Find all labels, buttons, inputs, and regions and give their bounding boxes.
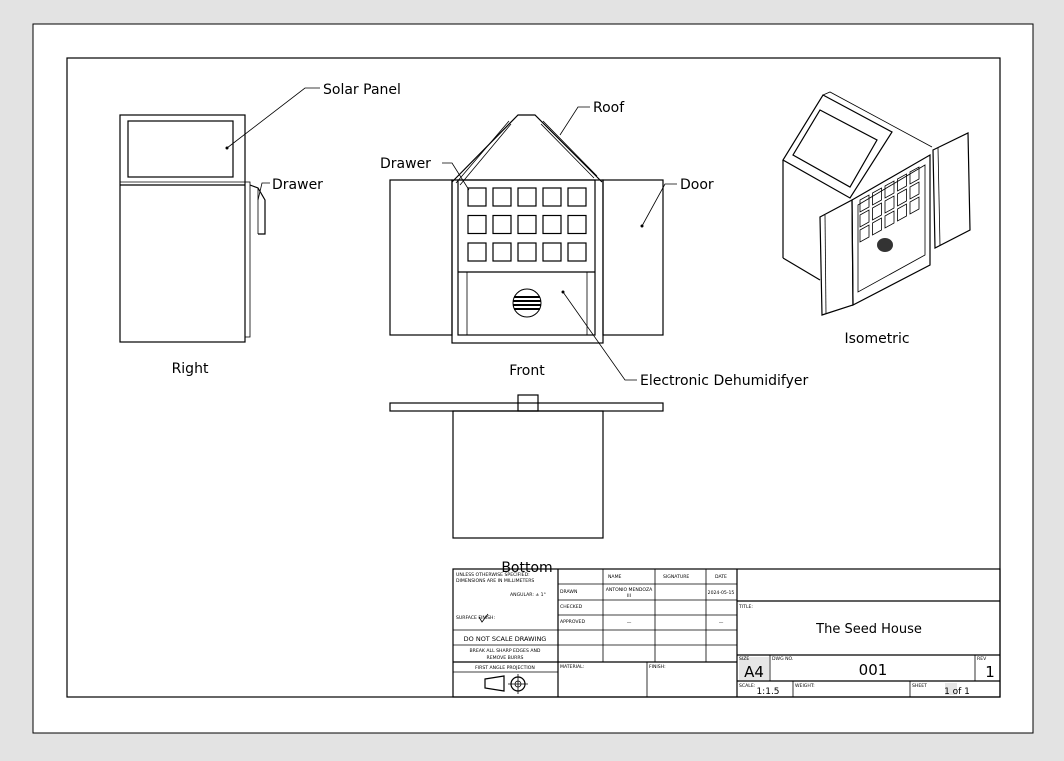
header-signature: SIGNATURE (663, 574, 689, 580)
notes-line-1: UNLESS OTHERWISE SPECIFIED: (456, 572, 530, 578)
weight-label: WEIGHT: (795, 683, 815, 689)
roof-callout: Roof (593, 100, 625, 116)
sheet-border (32, 23, 1034, 734)
solar-panel-leader (226, 87, 320, 149)
drawer-callout-front: Drawer (380, 156, 431, 172)
sheet-size: A4 (744, 663, 764, 681)
scale-value: 1:1.5 (756, 687, 779, 697)
iso-drawer (897, 203, 907, 222)
iso-drawer (859, 194, 870, 213)
sheet-number: 1 of 1 (944, 687, 970, 697)
approved-date: — (719, 621, 724, 626)
sheet-label: SHEET (912, 683, 927, 689)
drawer (567, 242, 587, 262)
isometric-view-label: Isometric (844, 331, 909, 347)
iso-drawer (909, 181, 920, 200)
iso-drawer (872, 202, 882, 221)
drawer (467, 242, 487, 262)
surface-finish-icon (478, 613, 489, 623)
revision: 1 (985, 663, 995, 681)
iso-drawer (897, 188, 907, 207)
iso-drawer (859, 224, 870, 243)
title-label: TITLE: (738, 604, 753, 610)
do-not-scale: DO NOT SCALE DRAWING (464, 635, 547, 643)
dehumidifier-callout: Electronic Dehumidifyer (640, 373, 808, 389)
drawer (492, 187, 512, 207)
drawer (492, 214, 512, 235)
iso-drawer (897, 173, 907, 192)
drawer (517, 187, 537, 207)
front-view-label: Front (509, 363, 545, 379)
drawing-title: The Seed House (815, 622, 922, 637)
finish-label: FINISH: (649, 664, 666, 670)
solar-panel-callout: Solar Panel (323, 82, 401, 98)
title-block (452, 568, 1001, 698)
drawer (542, 214, 562, 235)
drawn-label: DRAWN (560, 589, 577, 595)
vent-icon (512, 288, 542, 318)
right-view-label: Right (172, 361, 209, 377)
iso-drawer (909, 166, 920, 185)
drawer (517, 214, 537, 235)
drawing-number: 001 (859, 661, 888, 679)
door-callout: Door (680, 177, 714, 193)
drawer-callout-right: Drawer (272, 177, 323, 193)
rev-label: REV (977, 656, 987, 662)
drawer (542, 187, 562, 207)
header-date: DATE (715, 574, 727, 580)
drawn-date: 2024-05-15 (708, 590, 735, 596)
drawer (467, 187, 487, 207)
iso-drawer (884, 210, 895, 229)
scale-label: SCALE: (739, 683, 756, 689)
bottom-view (389, 394, 664, 539)
front-view (389, 114, 664, 344)
break-edges-2: REMOVE BURRS (487, 655, 524, 661)
first-angle-projection-icon (484, 674, 528, 694)
iso-drawer (872, 187, 882, 206)
size-label: SIZE (739, 656, 749, 662)
notes-line-2: DIMENSIONS ARE IN MILLIMETERS (456, 578, 534, 584)
iso-drawer (872, 217, 882, 236)
drawn-name-2: III (627, 593, 631, 599)
approved-name: — (627, 621, 632, 626)
iso-drawer (909, 196, 920, 215)
dwg-no-label: DWG NO. (772, 656, 793, 662)
header-name: NAME (608, 574, 622, 580)
drawer (517, 242, 537, 262)
iso-drawer (884, 195, 895, 214)
material-label: MATERIAL: (560, 664, 585, 670)
iso-drawer (859, 209, 870, 228)
angular-tolerance: ANGULAR: ± 1° (510, 592, 546, 598)
isometric-view (782, 91, 971, 316)
bottom-view-label: Bottom (501, 560, 552, 576)
drawer (567, 214, 587, 235)
drawer (492, 242, 512, 262)
drawer (567, 187, 587, 207)
approved-label: APPROVED (560, 619, 585, 625)
iso-drawer (884, 180, 895, 199)
break-edges-1: BREAK ALL SHARP EDGES AND (470, 648, 541, 654)
surface-finish-label: SURFACE FINISH: (456, 615, 495, 621)
drawer (542, 242, 562, 262)
drawn-name-1: ANTONIO MENDOZA (606, 587, 653, 593)
projection-label: FIRST ANGLE PROJECTION (475, 665, 535, 671)
drawer (467, 214, 487, 235)
right-view (119, 114, 266, 343)
checked-label: CHECKED (560, 604, 583, 610)
